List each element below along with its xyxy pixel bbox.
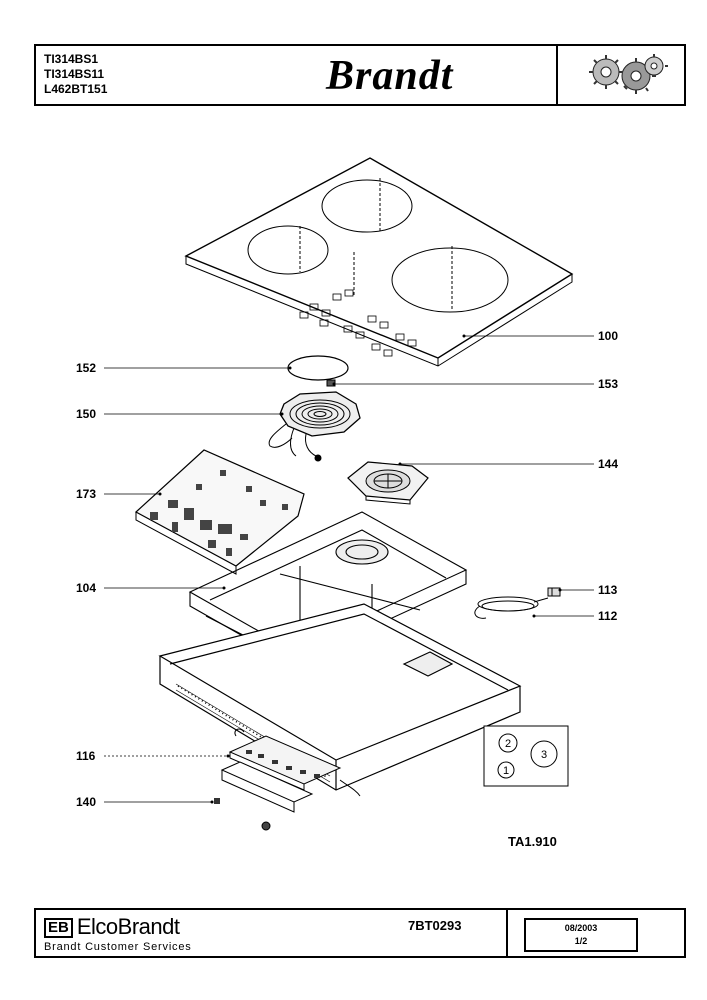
zone-label-1: 1 xyxy=(503,765,509,777)
document-date: 08/2003 xyxy=(564,923,598,933)
header-box: TI314BS1 TI314BS11 L462BT151 Brandt xyxy=(34,44,686,106)
leader-lines xyxy=(104,335,594,803)
callout-153: 153 xyxy=(598,377,618,391)
callout-173: 173 xyxy=(76,487,96,501)
heating-element-part xyxy=(268,391,361,462)
zone-label-2: 2 xyxy=(505,738,511,750)
callout-152: 152 xyxy=(76,361,96,375)
callout-116: 116 xyxy=(76,749,96,763)
glass-top-part xyxy=(184,157,574,367)
figure-code: TA1.910 xyxy=(508,834,557,849)
model-number: TI314BS1 xyxy=(44,52,99,66)
model-list: TI314BS1 TI314BS11 L462BT151 xyxy=(44,52,107,97)
company-name: ElcoBrandt xyxy=(76,914,180,939)
date-cell: 08/2003 1/2 xyxy=(506,910,684,956)
callout-112: 112 xyxy=(598,609,618,623)
power-cable-part xyxy=(474,596,549,619)
zone-label-3: 3 xyxy=(541,749,547,761)
callout-144: 144 xyxy=(598,457,618,471)
bottom-case-part xyxy=(158,603,522,791)
screw-part xyxy=(214,798,271,831)
page-number: 1/2 xyxy=(574,936,588,946)
bracket-part xyxy=(220,761,314,813)
control-board-part xyxy=(134,449,305,575)
leader-dots xyxy=(158,334,562,804)
seal-disc-part xyxy=(287,355,349,381)
date-box: 08/2003 1/2 xyxy=(524,918,638,952)
cooling-fan-part xyxy=(347,461,429,505)
model-number: TI314BS11 xyxy=(44,67,105,81)
callout-140: 140 xyxy=(76,795,96,809)
cable-clamp-part xyxy=(547,587,561,597)
callout-150: 150 xyxy=(76,407,96,421)
model-number: L462BT151 xyxy=(44,82,108,96)
brand-logo: Brandt xyxy=(326,53,454,99)
eb-mark-icon: EB xyxy=(44,918,73,938)
gears-logo-cell xyxy=(556,46,684,104)
callout-104: 104 xyxy=(76,581,96,595)
callout-113: 113 xyxy=(598,583,618,597)
service-label: Brandt Customer Services xyxy=(44,941,192,953)
gears-icon xyxy=(589,54,668,94)
document-code: 7BT0293 xyxy=(408,918,462,933)
zone-legend: 2 3 1 xyxy=(483,725,569,787)
callout-100: 100 xyxy=(598,329,618,343)
